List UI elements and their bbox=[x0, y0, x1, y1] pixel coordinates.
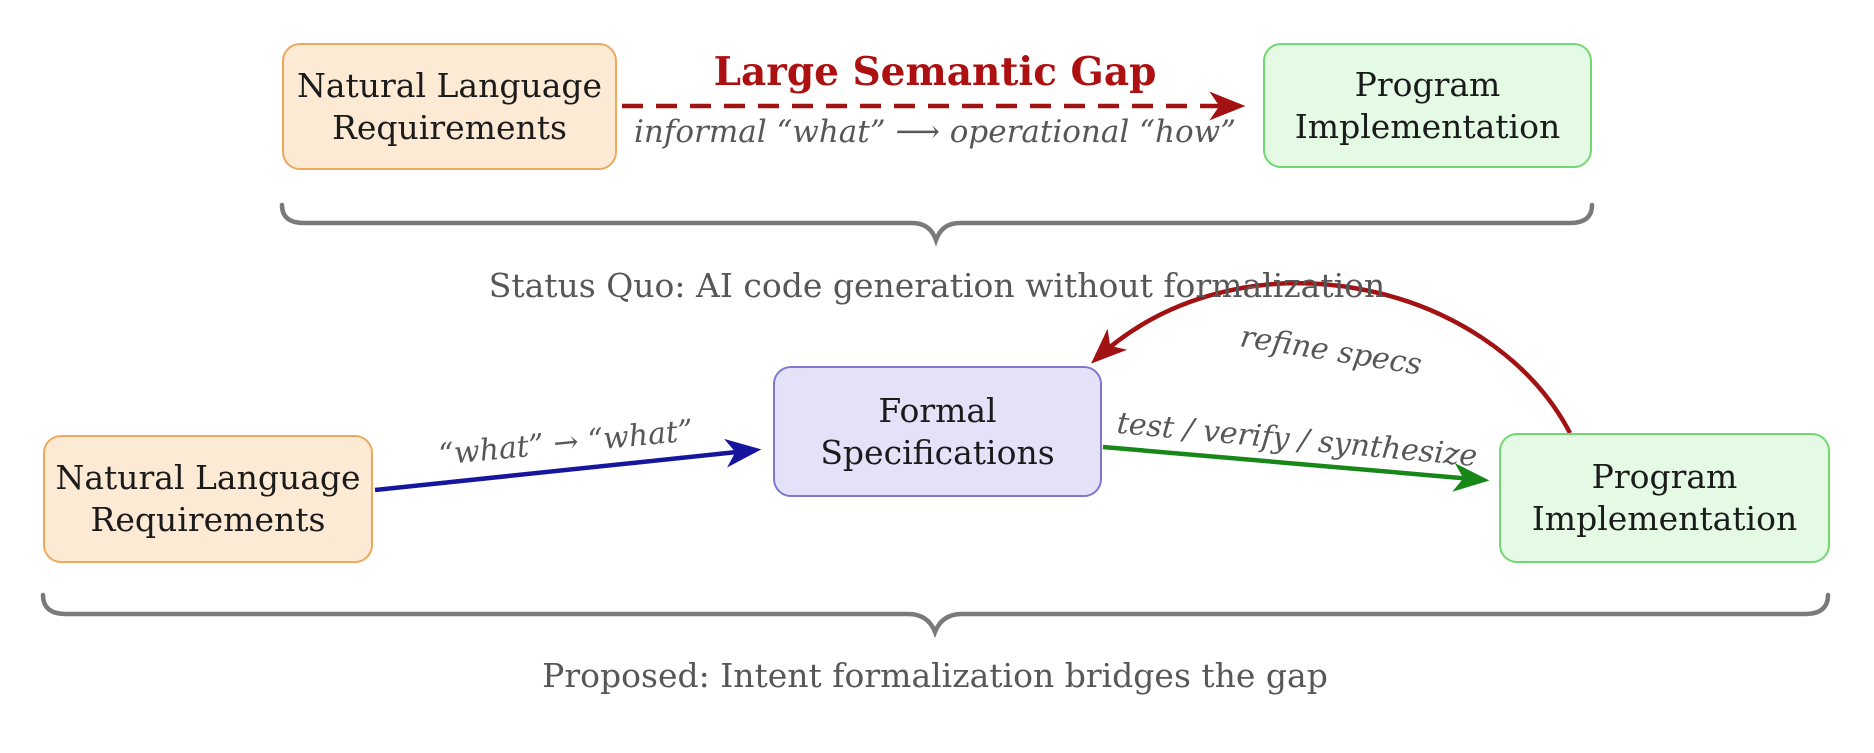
node-program-implementation-top: Program Implementation bbox=[1263, 43, 1592, 168]
proposed-caption: Proposed: Intent formalization bridges t… bbox=[542, 656, 1328, 695]
node-label-line: Program bbox=[1354, 64, 1501, 104]
formalize-arrow bbox=[374, 438, 762, 493]
node-label-line: Program bbox=[1591, 457, 1738, 496]
node-label-line: Natural Language bbox=[296, 65, 603, 105]
refine-specs-arrow bbox=[1091, 281, 1572, 435]
realize-arrow bbox=[1102, 444, 1490, 492]
semantic-gap-subtitle: informal “what” ⟶ operational “how” bbox=[633, 114, 1237, 150]
node-formal-specifications: Formal Specifications bbox=[773, 366, 1102, 497]
top-brace bbox=[279, 202, 1595, 247]
status-quo-caption: Status Quo: AI code generation without f… bbox=[488, 266, 1386, 305]
node-label-line: Requirements bbox=[332, 107, 567, 147]
node-label-line: Implementation bbox=[1294, 106, 1561, 146]
node-program-implementation-bottom: Program Implementation bbox=[1499, 433, 1830, 563]
node-label-line: Specifications bbox=[820, 432, 1055, 472]
node-label-line: Natural Language bbox=[55, 458, 361, 497]
node-natural-language-requirements-top: Natural Language Requirements bbox=[282, 43, 617, 170]
node-label-line: Requirements bbox=[90, 500, 326, 539]
node-natural-language-requirements-bottom: Natural Language Requirements bbox=[43, 435, 373, 563]
bottom-brace bbox=[40, 592, 1831, 639]
node-label-line: Formal bbox=[878, 390, 997, 430]
node-label-line: Implementation bbox=[1531, 499, 1798, 538]
semantic-gap-title: Large Semantic Gap bbox=[713, 49, 1157, 95]
